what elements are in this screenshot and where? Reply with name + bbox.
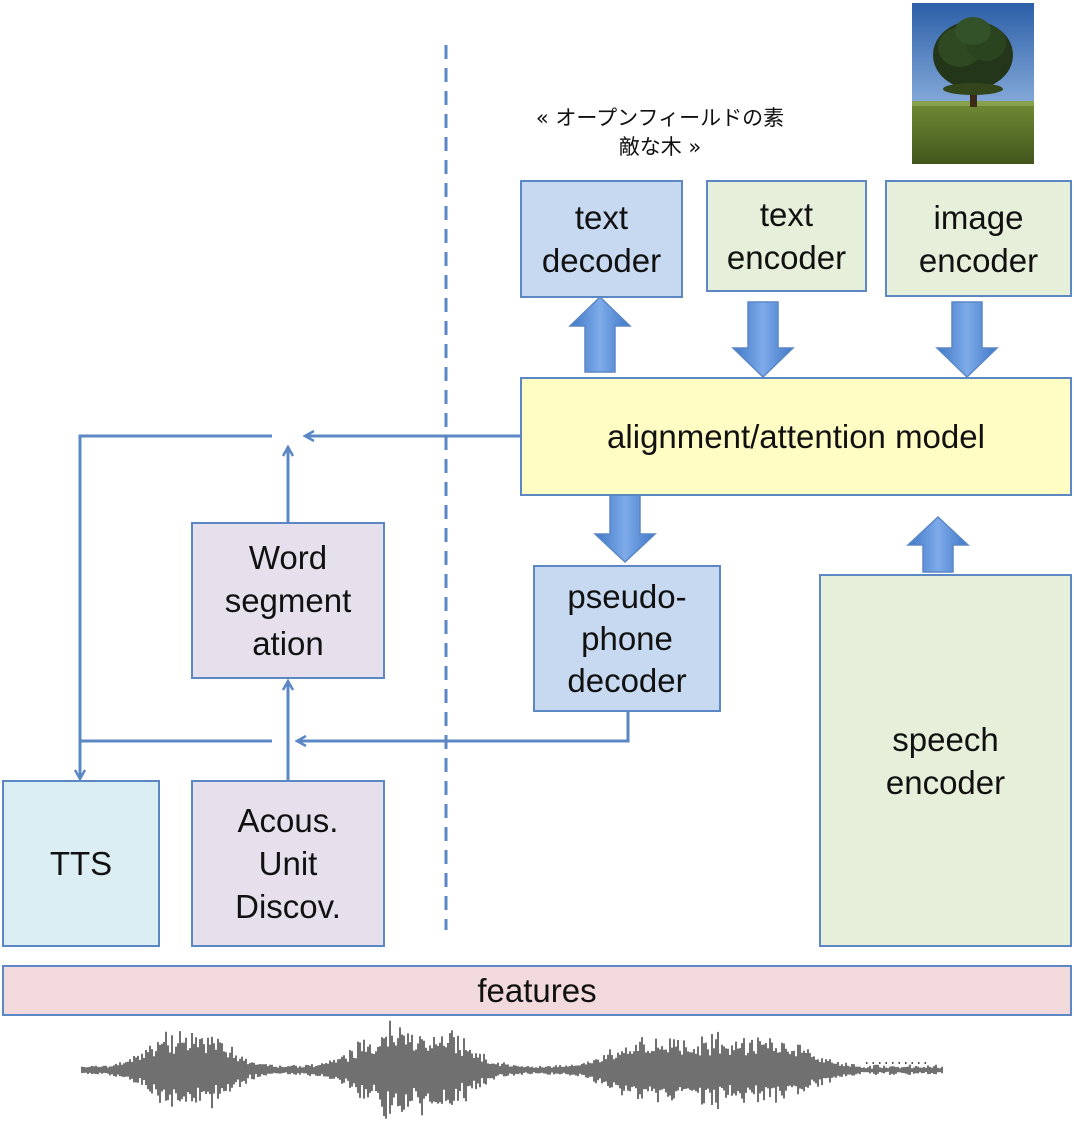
connector-pseudo-phone-to-left <box>298 712 630 741</box>
speech-waveform <box>81 1020 943 1119</box>
tts-box: TTS <box>2 780 160 947</box>
alignment-attention-label: alignment/attention model <box>607 418 985 455</box>
text-decoder-label: text decoder <box>541 199 662 279</box>
tree-photo <box>912 3 1034 164</box>
waveform-trace <box>81 1020 943 1119</box>
text-caption: « オープンフィールドの素 敵な木 » <box>535 106 785 159</box>
block-arrow-up-to-text-decoder <box>568 295 632 373</box>
text-encoder-box: text encoder <box>706 180 867 292</box>
features-label: features <box>477 972 597 1009</box>
word-segmentation-box: Word segment ation <box>191 522 385 679</box>
text-encoder-label: text encoder <box>726 196 847 276</box>
image-encoder-label: image encoder <box>918 198 1039 279</box>
acoustic-unit-discovery-box: Acous. Unit Discov. <box>191 780 385 947</box>
block-arrow-up-from-speech-encoder <box>906 515 970 573</box>
block-arrow-down-from-text-encoder <box>731 301 795 379</box>
block-arrow-down-to-pseudo-phone-decoder <box>593 490 657 564</box>
pseudo-phone-decoder-box: pseudo- phone decoder <box>533 565 721 712</box>
acoustic-unit-discovery-label: Acous. Unit Discov. <box>235 802 341 925</box>
connector-top-left-to-tts <box>80 434 272 778</box>
text-decoder-box: text decoder <box>520 180 683 298</box>
pseudo-phone-decoder-label: pseudo- phone decoder <box>567 577 687 699</box>
tts-label: TTS <box>49 845 113 882</box>
image-encoder-box: image encoder <box>885 180 1072 297</box>
alignment-attention-box: alignment/attention model <box>520 377 1072 496</box>
speech-encoder-box: speech encoder <box>819 574 1072 947</box>
features-bar: features <box>2 965 1072 1016</box>
block-arrow-down-from-image-encoder <box>935 301 999 379</box>
speech-encoder-label: speech encoder <box>885 720 1006 801</box>
word-segmentation-label: Word segment ation <box>224 539 352 662</box>
